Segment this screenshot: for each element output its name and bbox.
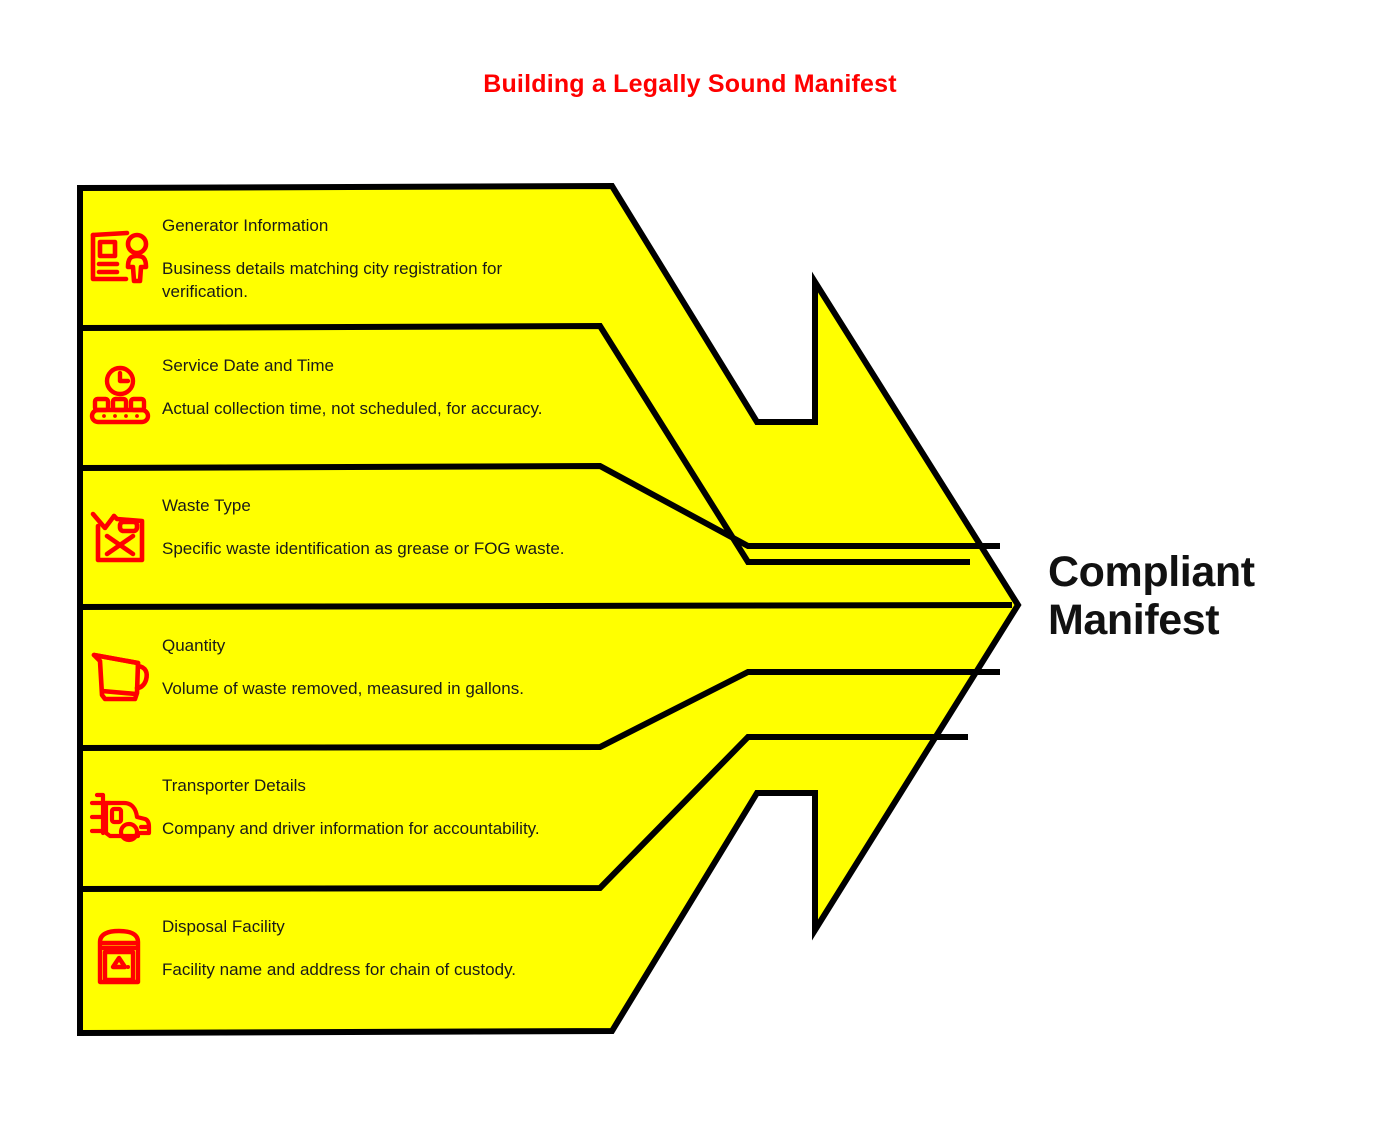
arrow-row-generator-information[interactable]: Generator Information Business details m… bbox=[78, 188, 618, 328]
arrow-row-transporter-details[interactable]: Transporter Details Company and driver i… bbox=[78, 748, 618, 888]
outcome-line-2: Manifest bbox=[1048, 596, 1220, 645]
row-description: Company and driver information for accou… bbox=[162, 819, 540, 839]
arrow-row-text: Service Date and Time Actual collection … bbox=[162, 328, 582, 421]
arrow-row-text: Waste Type Specific waste identification… bbox=[162, 468, 582, 561]
outcome-label: Compliant Manifest bbox=[1048, 548, 1348, 644]
row-heading: Service Date and Time bbox=[162, 356, 334, 375]
arrow-row-text: Generator Information Business details m… bbox=[162, 188, 582, 303]
measuring-jug-icon bbox=[78, 626, 162, 726]
row-heading: Waste Type bbox=[162, 496, 251, 515]
arrow-row-text: Transporter Details Company and driver i… bbox=[162, 748, 582, 841]
jerry-can-waste-icon bbox=[78, 486, 162, 586]
row-description: Actual collection time, not scheduled, f… bbox=[162, 399, 543, 419]
arrow-row-text: Disposal Facility Facility name and addr… bbox=[162, 889, 582, 982]
arrow-row-disposal-facility[interactable]: Disposal Facility Facility name and addr… bbox=[78, 889, 618, 1029]
row-heading: Generator Information bbox=[162, 216, 329, 235]
arrow-row-waste-type[interactable]: Waste Type Specific waste identification… bbox=[78, 468, 618, 608]
row-heading: Disposal Facility bbox=[162, 917, 285, 936]
row-description: Business details matching city registrat… bbox=[162, 259, 503, 301]
clock-conveyor-belt-icon bbox=[78, 346, 162, 446]
row-description: Facility name and address for chain of c… bbox=[162, 960, 517, 980]
row-heading: Quantity bbox=[162, 636, 226, 655]
id-card-person-icon bbox=[78, 206, 162, 306]
outcome-line-1: Compliant bbox=[1048, 548, 1255, 596]
arrow-row-quantity[interactable]: Quantity Volume of waste removed, measur… bbox=[78, 608, 618, 748]
row-description: Specific waste identification as grease … bbox=[162, 539, 565, 559]
disposal-bin-icon bbox=[78, 907, 162, 1007]
row-heading: Transporter Details bbox=[162, 776, 306, 795]
arrow-row-service-date-and-time[interactable]: Service Date and Time Actual collection … bbox=[78, 328, 618, 468]
arrow-row-text: Quantity Volume of waste removed, measur… bbox=[162, 608, 582, 701]
semi-truck-icon bbox=[78, 766, 162, 866]
page-title: Building a Legally Sound Manifest bbox=[483, 70, 897, 98]
row-description: Volume of waste removed, measured in gal… bbox=[162, 679, 524, 699]
